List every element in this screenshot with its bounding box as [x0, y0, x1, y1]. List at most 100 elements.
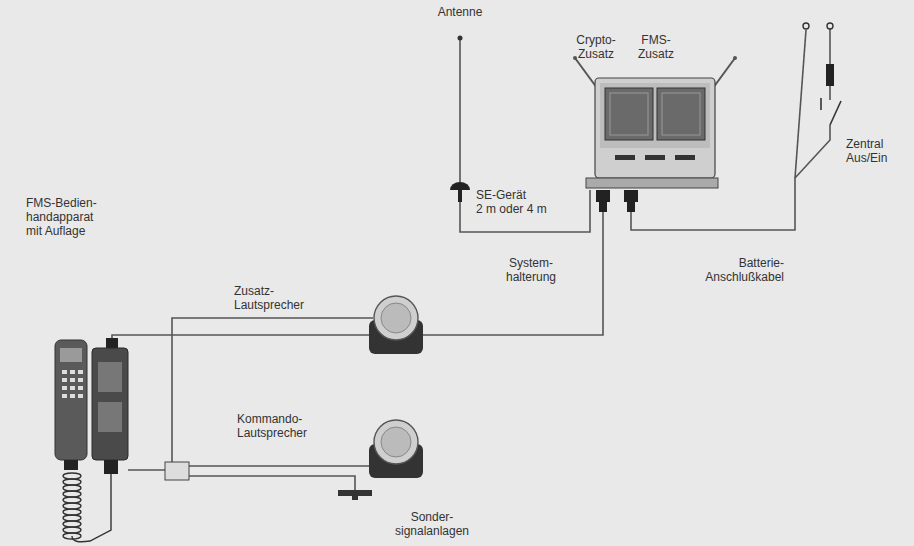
keypad: [70, 378, 75, 382]
handset-cradle: [92, 338, 128, 474]
label-line: Zusatz: [638, 47, 674, 61]
battery-terminals: [827, 23, 833, 29]
cable: [112, 29, 830, 490]
cable: [172, 318, 373, 462]
label-line: halterung: [506, 270, 556, 284]
radio-device: [573, 56, 737, 178]
handset-cradle: [98, 362, 122, 392]
loudspeaker: [381, 303, 411, 333]
coil-cord: [63, 527, 81, 533]
label-line: Batterie-: [705, 256, 784, 270]
part-label: Batterie- Anschlußkabel: [705, 256, 784, 284]
coil-cord: [63, 533, 81, 539]
label-line: Crypto-: [576, 33, 615, 47]
keypad: [62, 370, 67, 374]
loudspeaker: [369, 296, 423, 354]
coil-cord: [63, 473, 81, 479]
loudspeaker: [381, 427, 411, 457]
label-line: mit Auflage: [26, 224, 97, 238]
radio-device: [575, 58, 597, 88]
loudspeaker: [369, 420, 423, 478]
keypad: [78, 394, 83, 398]
coil-cord: [63, 497, 81, 503]
cable: [795, 125, 830, 178]
switch-symbol: [820, 98, 822, 110]
fms-handset: [55, 340, 87, 460]
part-label: FMS- Zusatz: [638, 33, 674, 61]
label-line: FMS-Bedien-: [26, 196, 97, 210]
radio-device: [615, 155, 635, 160]
keypad: [62, 370, 83, 398]
cable: [189, 476, 355, 490]
radio-device: [657, 88, 705, 140]
keypad: [78, 370, 83, 374]
system-holder: [627, 202, 635, 212]
coil-cord: [63, 485, 81, 491]
cable: [128, 469, 165, 471]
coil-cord: [63, 479, 81, 485]
handset-cradle: [98, 402, 122, 432]
part-label: Crypto- Zusatz: [576, 33, 615, 61]
junction-box: [165, 462, 189, 480]
radio-device: [600, 83, 710, 148]
antenna: [458, 36, 463, 41]
signal-system-symbol: [352, 496, 358, 500]
part-label: FMS-Bedien- handapparat mit Auflage: [26, 196, 97, 238]
radio-device: [733, 56, 737, 60]
part-label: Antenne: [438, 5, 483, 19]
cable: [460, 40, 590, 232]
keypad: [70, 386, 75, 390]
fms-handset: [55, 340, 87, 470]
antenna-base-symbol: [450, 182, 470, 202]
junction-box: [165, 462, 189, 480]
fuse-symbol: [826, 64, 834, 86]
radio-device: [713, 58, 735, 88]
fms-handset: [64, 460, 78, 470]
part-label: SE-Gerät 2 m oder 4 m: [476, 188, 547, 216]
part-label: System- halterung: [506, 256, 556, 284]
loudspeaker: [374, 296, 418, 340]
system-holder: [596, 190, 610, 202]
radio-device: [645, 155, 665, 160]
signal-system-symbol: [338, 490, 372, 496]
label-line: Zentral: [846, 137, 887, 151]
switch-symbol: [821, 98, 841, 125]
handset-cradle: [92, 348, 128, 460]
label-line: Antenne: [438, 5, 483, 19]
keypad: [78, 386, 83, 390]
system-holder: [586, 178, 718, 212]
label-line: signalanlagen: [395, 524, 469, 538]
radio-device: [675, 155, 695, 160]
switch-symbol: [830, 101, 841, 125]
label-line: 2 m oder 4 m: [476, 202, 547, 216]
part-label: Zentral Aus/Ein: [846, 137, 887, 165]
coil-cord: [63, 521, 81, 527]
system-holder: [586, 178, 718, 188]
label-line: Lautsprecher: [237, 426, 307, 440]
antenna-base-symbol: [450, 182, 470, 190]
label-line: Sonder-: [395, 510, 469, 524]
radio-device: [610, 93, 648, 135]
battery-terminals: [803, 23, 833, 29]
part-label: Zusatz- Lautsprecher: [234, 284, 304, 312]
label-line: Anschlußkabel: [705, 270, 784, 284]
label-line: Aus/Ein: [846, 151, 887, 165]
part-label: Kommando- Lautsprecher: [237, 412, 307, 440]
keypad: [62, 386, 67, 390]
keypad: [62, 378, 67, 382]
system-holder: [624, 190, 638, 202]
label-line: FMS-: [638, 33, 674, 47]
loudspeaker: [374, 420, 418, 464]
antenna: [458, 36, 463, 41]
part-label: Sonder- signalanlagen: [395, 510, 469, 538]
keypad: [70, 394, 75, 398]
keypad: [70, 370, 75, 374]
handset-cradle: [106, 338, 118, 348]
label-line: handapparat: [26, 210, 97, 224]
keypad: [62, 394, 67, 398]
antenna-base-symbol: [458, 190, 462, 202]
radio-device: [605, 88, 653, 140]
coil-cord: [63, 515, 81, 521]
